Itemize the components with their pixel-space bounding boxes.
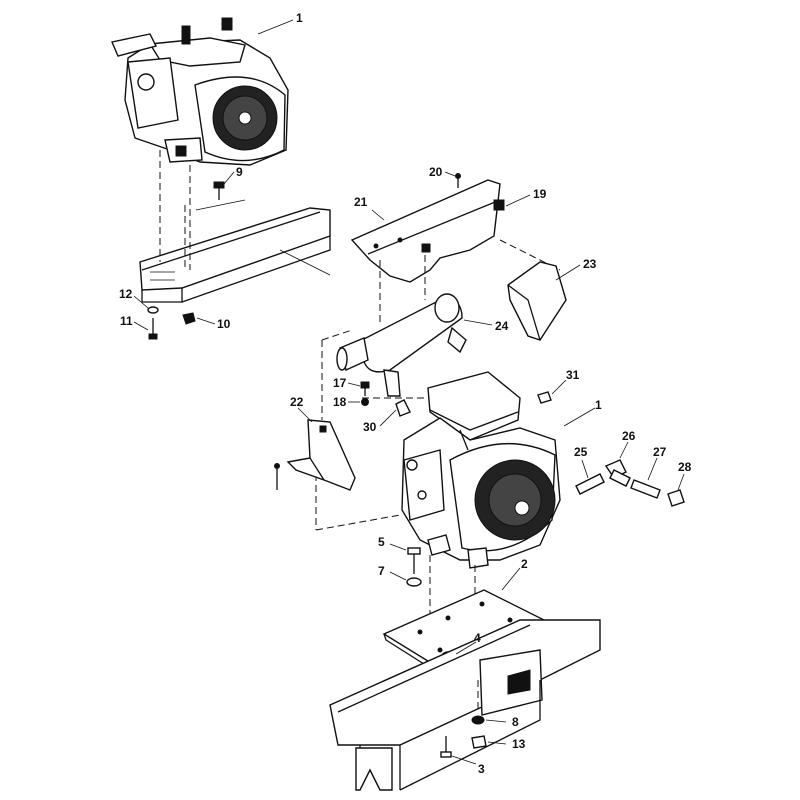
callout-labels: 1 9 12 11 10 20 19 21 23 24 17 18 31 1 2… [119, 11, 692, 776]
callout-5: 5 [378, 535, 385, 549]
bolt-item-11 [148, 318, 158, 340]
callout-30: 30 [363, 420, 377, 434]
callout-12: 12 [119, 287, 133, 301]
callout-23: 23 [583, 257, 597, 271]
callout-9: 9 [236, 165, 243, 179]
tube-item-27 [630, 479, 661, 499]
callout-24: 24 [495, 319, 509, 333]
bolt-item-3 [440, 736, 452, 758]
screw-item-19 [493, 199, 505, 211]
callout-21: 21 [354, 195, 368, 209]
bolt-item-22b [274, 463, 280, 490]
bolt-item-9 [213, 181, 225, 200]
callout-19: 19 [533, 187, 547, 201]
bracket-item-22 [286, 419, 356, 491]
clamp-item-30 [395, 399, 411, 417]
callout-27: 27 [653, 445, 667, 459]
callout-11: 11 [120, 314, 133, 328]
frame-rail-bottom [329, 619, 601, 791]
nut-item-10 [182, 312, 196, 325]
callout-13: 13 [512, 737, 526, 751]
callout-7: 7 [378, 564, 385, 578]
cap-item-28 [667, 489, 685, 507]
engine-main [401, 371, 561, 569]
callout-18: 18 [333, 395, 347, 409]
fitting-item-31 [537, 391, 552, 404]
callout-22: 22 [290, 395, 304, 409]
nipple-item-25 [575, 473, 605, 495]
nut-item-18 [361, 398, 369, 406]
leader-lines [133, 19, 685, 765]
callout-8: 8 [512, 715, 519, 729]
callout-25: 25 [574, 445, 588, 459]
elbow-item-26 [604, 459, 631, 487]
callout-26: 26 [622, 429, 636, 443]
callout-3: 3 [478, 762, 485, 776]
screw-item-20 [455, 173, 461, 188]
washer-item-8 [471, 715, 485, 725]
callout-28: 28 [678, 460, 692, 474]
callout-10: 10 [217, 317, 231, 331]
bolt-item-17 [360, 381, 370, 396]
washer-item-7 [406, 577, 422, 587]
cover-item-23 [507, 261, 567, 341]
muffler-item-24 [336, 293, 467, 397]
engine-top-left [111, 17, 289, 166]
frame-rail-top-left [139, 199, 331, 303]
callout-1-top: 1 [296, 11, 303, 25]
callout-17: 17 [333, 376, 347, 390]
callout-20: 20 [429, 165, 443, 179]
callout-4: 4 [474, 631, 481, 645]
callout-2: 2 [521, 557, 528, 571]
heat-shield-item-21 [350, 179, 501, 283]
callout-1-main: 1 [595, 398, 602, 412]
callout-31: 31 [566, 368, 580, 382]
washer-item-12 [147, 306, 159, 314]
bolt-item-5 [407, 547, 421, 574]
nut-item-13 [471, 735, 487, 749]
